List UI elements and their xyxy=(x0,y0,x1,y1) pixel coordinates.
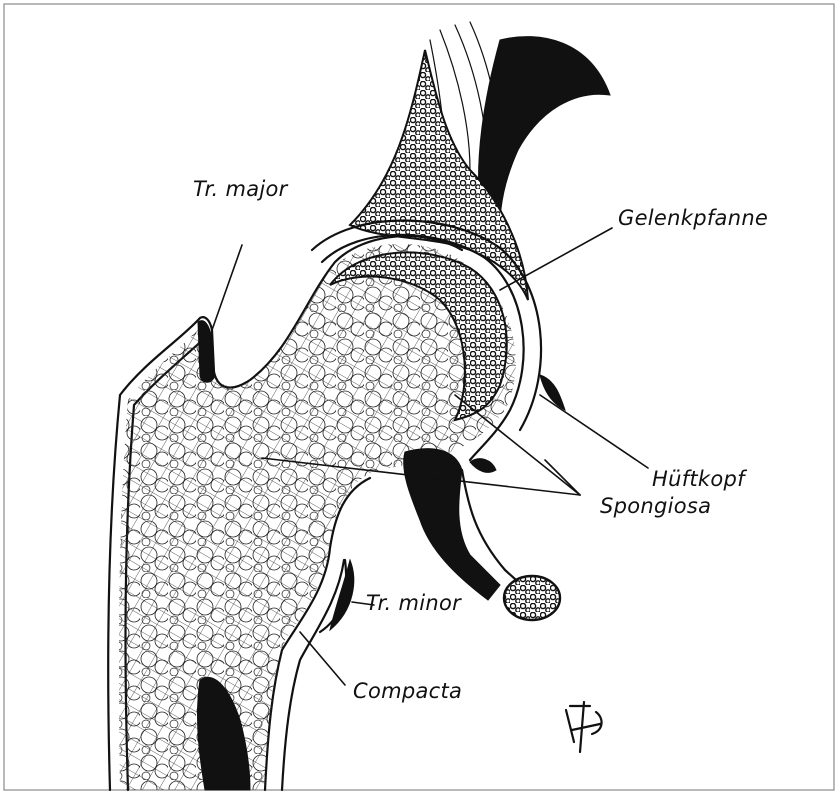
artist-monogram-signature-icon xyxy=(566,702,602,752)
leader-hueftkopf xyxy=(540,395,648,468)
leader-tr-major xyxy=(212,245,242,330)
leader-compacta xyxy=(300,632,345,685)
leader-spongiosa-3 xyxy=(545,460,580,495)
label-compacta: Compacta xyxy=(353,679,462,703)
label-gelenkpfanne: Gelenkpfanne xyxy=(618,206,768,230)
label-hueftkopf: Hüftkopf xyxy=(652,467,748,491)
label-tr-minor: Tr. minor xyxy=(366,591,462,615)
label-tr-major: Tr. major xyxy=(193,177,289,201)
label-spongiosa: Spongiosa xyxy=(600,494,711,518)
